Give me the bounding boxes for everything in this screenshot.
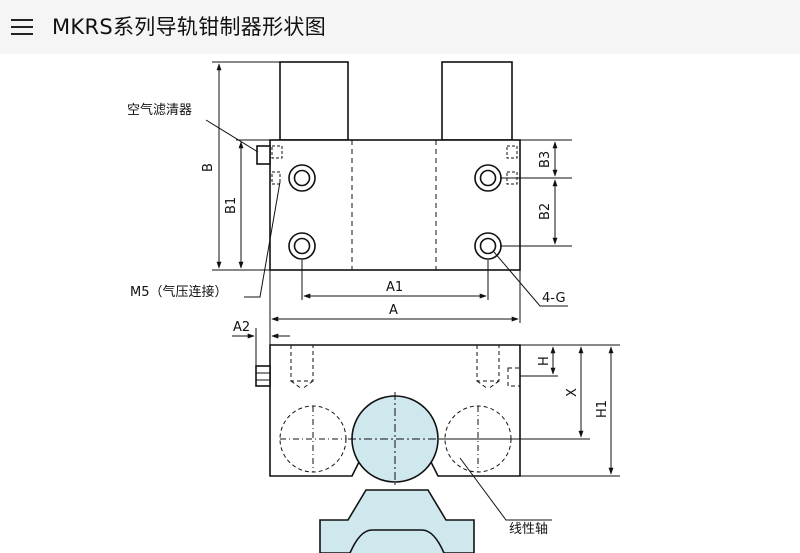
- side-port: [255, 365, 271, 387]
- dim-b2: B2: [538, 203, 553, 220]
- header-bar: MKRS系列导轨钳制器形状图: [0, 0, 800, 54]
- label-4g: 4-G: [542, 291, 566, 306]
- dim-a2: A2: [233, 320, 250, 335]
- top-body: [269, 139, 521, 271]
- dim-a1: A1: [386, 280, 403, 295]
- dim-x: X: [565, 388, 580, 397]
- hamburger-menu-icon[interactable]: [11, 19, 33, 36]
- dim-h1: H1: [595, 400, 610, 418]
- air-filter: [256, 145, 271, 165]
- dim-a: A: [389, 303, 398, 318]
- page-title: MKRS系列导轨钳制器形状图: [52, 15, 327, 39]
- clamp-shape-diagram: 空气滤清器 M5（气压连接） 4-G 线性轴 B B1 B3 B2 A1 A A…: [127, 61, 620, 553]
- cylinder-right: [441, 61, 513, 141]
- label-m5: M5（气压连接）: [130, 284, 228, 300]
- label-air-filter: 空气滤清器: [127, 102, 192, 118]
- top-view: [256, 61, 521, 271]
- side-view-dimensions: [232, 323, 620, 521]
- dim-b1: B1: [224, 197, 239, 214]
- cylinder-left: [279, 61, 349, 141]
- side-view: [255, 344, 521, 553]
- dim-h: H: [537, 356, 552, 366]
- label-shaft: 线性轴: [509, 522, 548, 537]
- dim-b: B: [201, 163, 216, 172]
- dim-b3: B3: [538, 151, 553, 168]
- top-view-dimensions: [205, 61, 572, 323]
